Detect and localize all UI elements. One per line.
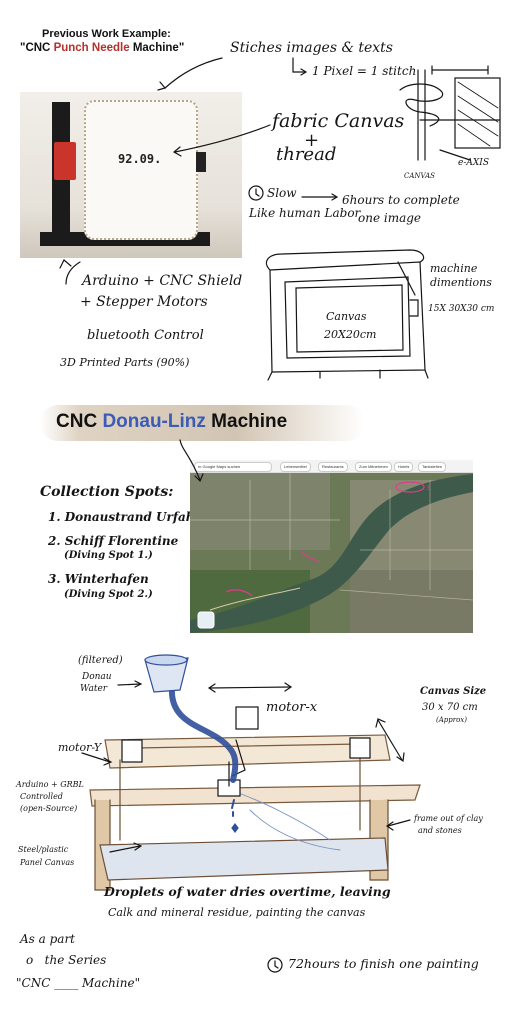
collection-title: Collection Spots:: [40, 484, 174, 500]
title-suffix: Machine: [205, 411, 288, 432]
map-toolbar: In Google Maps suchen Lebensmittel Resta…: [190, 460, 473, 473]
printed-parts-label: 3D Printed Parts (90%): [60, 356, 190, 369]
machine-dim-size: 15X 30X30 cm: [428, 304, 495, 314]
e-axis-label: e-AXIS: [458, 158, 489, 168]
canvas-size-value: 30 x 70 cm: [422, 702, 478, 713]
map-chip-1[interactable]: Lebensmittel: [280, 462, 311, 472]
canvas-size-approx: (Approx): [436, 716, 467, 724]
donau-water-label-2: Water: [80, 684, 108, 694]
electronics-line-1: Arduino + CNC Shield: [82, 273, 243, 289]
map-chip-2[interactable]: Restaurants: [318, 462, 348, 472]
arduino-grbl-3: (open-Source): [20, 804, 78, 813]
droplets-line-1: Droplets of water dries overtime, leavin…: [104, 884, 391, 899]
spot-1: 1. Donaustrand Urfahr: [48, 510, 201, 524]
plus-label: +: [304, 130, 320, 151]
title-brush-stroke: [40, 405, 365, 441]
satellite-map[interactable]: 3 In Google Maps suchen Lebensmittel Res…: [190, 460, 473, 633]
title-prefix: "CNC: [20, 42, 54, 54]
donau-water-label-1: Donau: [82, 672, 112, 682]
slow-label: Slow: [267, 186, 297, 200]
electronics-line-2: + Stepper Motors: [80, 294, 208, 310]
thread-label: thread: [276, 144, 337, 165]
svg-text:3: 3: [426, 485, 430, 492]
filtered-label: (filtered): [78, 655, 123, 666]
spot-2: 2. Schiff Florentine: [48, 534, 179, 548]
series-line-3: "CNC ____ Machine": [16, 976, 141, 990]
canvas-axis-label: CANVAS: [404, 172, 435, 180]
steel-panel-1: Steel/plastic: [18, 845, 69, 854]
fabric-canvas-text: 92.09.: [118, 152, 162, 166]
arduino-grbl-1: Arduino + GRBL: [16, 780, 84, 789]
arduino-grbl-2: Controlled: [20, 792, 63, 801]
canvas-size-label: Canvas Size: [420, 686, 487, 697]
punch-needle-title: "CNC Punch Needle Machine": [20, 42, 184, 54]
bluetooth-label: bluetooth Control: [87, 328, 204, 343]
steel-panel-2: Panel Canvas: [20, 858, 75, 867]
stitches-note: Stiches images & texts: [230, 40, 393, 56]
map-chip-5[interactable]: Tankstellen: [418, 462, 447, 472]
title-prefix: CNC: [56, 411, 103, 432]
spot-3: 3. Winterhafen: [48, 572, 149, 586]
canvas-inner-size: 20X20cm: [324, 328, 377, 341]
canvas-inner-label: Canvas: [326, 310, 367, 323]
machine-dim-label-1: machine: [430, 262, 478, 275]
map-chip-3[interactable]: Zum Mitnehmen: [355, 462, 392, 472]
like-labor-label: Like human Labor: [249, 206, 361, 220]
map-chip-4[interactable]: Hotels: [394, 462, 414, 472]
one-image-label: one image: [358, 211, 422, 225]
frame-label-1: frame out of clay: [414, 814, 483, 823]
punch-needle-machine-photo: 92.09.: [20, 92, 242, 258]
previous-work-header: Previous Work Example:: [40, 28, 171, 40]
motor-x-label: motor-x: [266, 700, 318, 715]
machine-frame-right: [196, 152, 206, 172]
title-accent: Donau-Linz: [102, 411, 206, 432]
motor-y-label: motor-Y: [58, 741, 102, 754]
previous-work-title: Previous Work Example:: [42, 28, 171, 40]
title-accent: Punch Needle: [53, 42, 130, 54]
fabric-canvas-label: fabric Canvas: [272, 110, 405, 132]
six-hours-label: 6hours to complete: [342, 193, 460, 207]
title-suffix: Machine": [129, 42, 185, 54]
machine-dim-label-2: dimentions: [430, 276, 492, 289]
donau-linz-title: CNC Donau-Linz Machine: [56, 411, 287, 433]
map-terrain: 3: [190, 460, 473, 633]
series-line-1: As a part: [20, 932, 76, 946]
spot-3-sub: (Diving Spot 2.): [64, 589, 153, 600]
series-line-2: o the Series: [26, 953, 107, 967]
machine-red-motor: [54, 142, 76, 180]
spot-2-sub: (Diving Spot 1.): [64, 550, 153, 561]
hours72-label: 72hours to finish one painting: [288, 956, 479, 971]
droplets-line-2: Calk and mineral residue, painting the c…: [108, 906, 366, 919]
frame-label-2: and stones: [418, 826, 462, 835]
pixel-stitch-note: 1 Pixel = 1 stitch: [312, 64, 417, 78]
